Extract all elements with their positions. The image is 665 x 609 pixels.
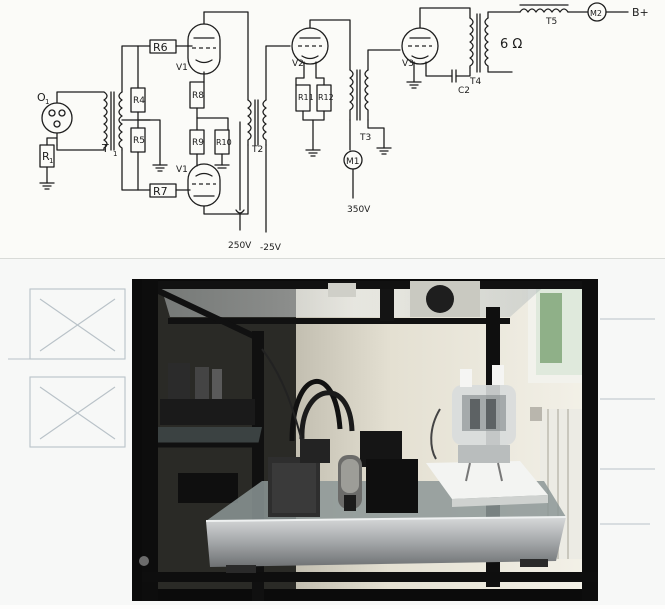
transformer-t4: T4 <box>469 13 489 87</box>
transformer-t3: T3 <box>349 69 371 143</box>
resistor-r10: R10 <box>214 129 232 169</box>
t5-label: T5 <box>545 17 557 27</box>
meter-m2: M2 <box>587 2 607 22</box>
r12-label: R12 <box>318 93 334 102</box>
left-shelf-devices <box>160 363 255 503</box>
voltage-350v: 350V <box>347 205 371 215</box>
v3-label: V3 <box>402 59 414 69</box>
v1-bottom-label: V1 <box>176 165 188 175</box>
resistor-r4: R4 <box>130 45 146 113</box>
schematic-sheet: O 1 R 1 T <box>0 0 665 258</box>
resistor-r6: R6 <box>149 39 193 54</box>
v1-top-label: V1 <box>176 63 188 73</box>
r4-label: R4 <box>133 96 145 106</box>
t2-label: T2 <box>251 145 263 155</box>
resistor-r1: R 1 <box>39 137 58 190</box>
r7-label: R7 <box>153 185 168 198</box>
resistor-r8: R8 <box>189 81 205 109</box>
amplifier-chassis <box>139 365 567 573</box>
input-jack-o1: O 1 <box>37 91 105 146</box>
meter-m1: M1 <box>343 150 363 170</box>
t1-sub: 1 <box>113 150 117 158</box>
choke-t5: T5 <box>519 4 569 27</box>
resistor-r7: R7 <box>149 183 191 198</box>
amplifier-photo <box>8 279 655 601</box>
tube-v2: V2 <box>291 27 329 69</box>
driver-tube <box>338 455 362 511</box>
capacitor-c2: C2 <box>451 69 470 96</box>
tube-v1-bottom: V1 <box>176 163 221 207</box>
output-tube <box>452 365 516 482</box>
t3-label: T3 <box>359 133 371 143</box>
resistor-r12: R12 <box>316 84 334 112</box>
r8-label: R8 <box>192 91 204 101</box>
r1-sub: 1 <box>49 157 53 165</box>
schematic-diagram: O 1 R 1 T <box>37 2 649 253</box>
tube-v1-top: V1 <box>176 11 221 75</box>
b-plus-label: B+ <box>632 6 649 19</box>
resistor-r9: R9 <box>189 129 205 167</box>
m1-label: M1 <box>346 157 360 167</box>
m2-label: M2 <box>590 9 602 18</box>
r5-label: R5 <box>133 136 145 146</box>
t4-label: T4 <box>469 77 481 87</box>
r1-label: R <box>42 150 50 163</box>
t1-label: T <box>101 142 109 155</box>
resistor-r5: R5 <box>130 111 146 191</box>
r9-label: R9 <box>192 138 204 148</box>
photo-sheet <box>0 258 665 605</box>
voltage-neg25v: -25V <box>260 243 282 253</box>
ghost-print-right <box>600 318 655 525</box>
transformer-t2: T2 <box>247 99 267 155</box>
c2-label: C2 <box>458 86 470 96</box>
o1-label: O <box>37 91 46 104</box>
load-6-ohm: 6 Ω <box>500 37 522 52</box>
o1-sub: 1 <box>45 98 49 106</box>
r6-label: R6 <box>153 41 168 54</box>
transformer-t1: T 1 <box>101 91 123 158</box>
r10-label: R10 <box>216 138 232 147</box>
resistor-r11: R11 <box>295 84 314 112</box>
tube-v3: V3 <box>401 27 439 69</box>
ghost-print-left <box>8 288 126 448</box>
voltage-250v: 250V <box>228 241 252 251</box>
r11-label: R11 <box>298 93 314 102</box>
v2-label: V2 <box>292 59 304 69</box>
